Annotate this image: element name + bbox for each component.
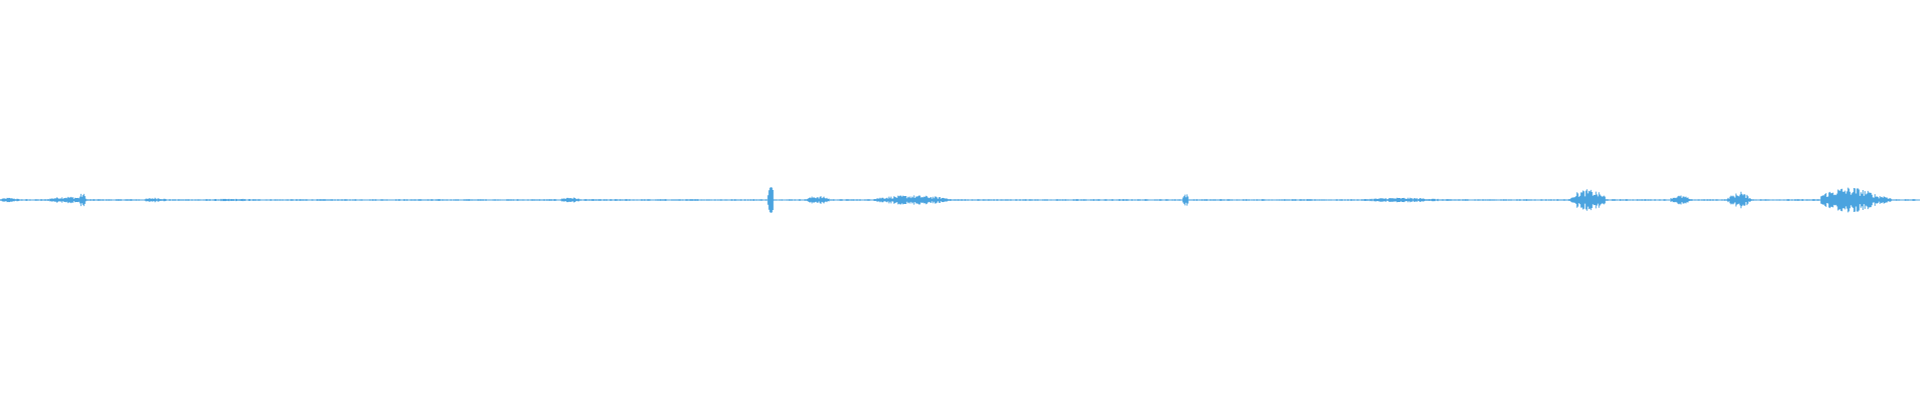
waveform-signal <box>0 187 1920 213</box>
